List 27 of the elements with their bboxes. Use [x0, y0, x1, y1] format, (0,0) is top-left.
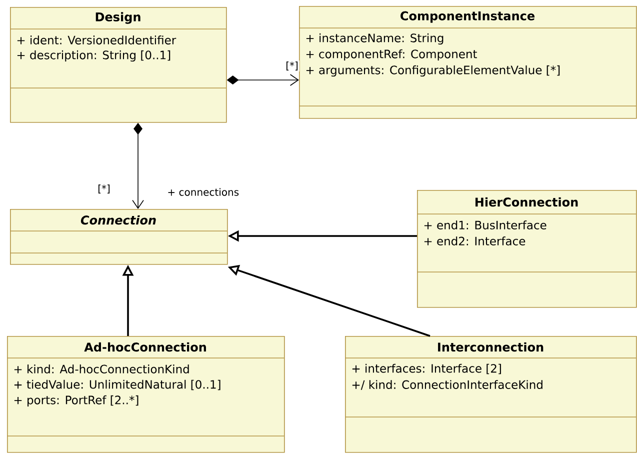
class-box: [6, 336, 285, 453]
class-name: HierConnection: [476, 197, 578, 207]
multiplicity-label: [*]: [98, 184, 110, 194]
class-box: [10, 7, 227, 123]
class-box: [344, 336, 637, 453]
attribute-text: +/ kind: ConnectionInterfaceKind: [352, 380, 542, 390]
class-box: [10, 208, 228, 265]
attribute-text: + ident: VersionedIdentifier: [17, 36, 176, 44]
class-name: Design: [96, 12, 140, 24]
attribute-text: + componentRef: Component: [306, 49, 477, 61]
class-name: Ad-hocConnection: [84, 342, 206, 352]
attribute-text: + end1: BusInterface: [424, 220, 546, 230]
attribute-text: + end2: Interface: [424, 236, 526, 246]
attribute-text: + arguments: ConfigurableElementValue [*]: [306, 65, 560, 77]
class-box: [416, 190, 637, 308]
edge-label: + connections: [166, 187, 240, 197]
class-name: ComponentInstance: [400, 11, 534, 23]
attribute-text: + description: String [0..1]: [17, 50, 170, 62]
class-box: [298, 6, 637, 119]
class-name: Interconnection: [438, 342, 544, 352]
attribute-text: + interfaces: Interface [2]: [352, 364, 501, 374]
attribute-text: + instanceName: String: [306, 33, 444, 45]
class-name: Connection: [80, 215, 156, 225]
edge-label: [*]: [284, 60, 300, 72]
attribute-text: + ports: PortRef [2..*]: [14, 395, 138, 407]
attribute-text: + kind: Ad-hocConnectionKind: [14, 364, 189, 374]
attribute-text: + tiedValue: UnlimitedNatural [0..1]: [14, 380, 220, 390]
